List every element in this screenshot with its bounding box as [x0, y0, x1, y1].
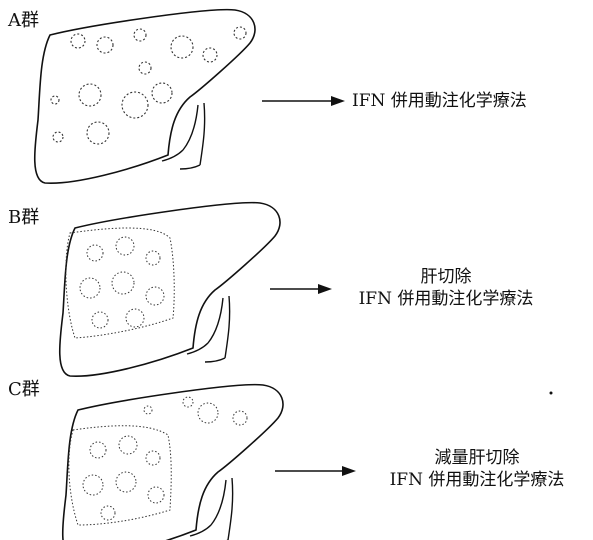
- lesion: [134, 29, 146, 41]
- liver-c: [63, 385, 283, 540]
- lesion: [71, 34, 85, 48]
- treatment-line: 肝切除: [346, 266, 546, 288]
- lesion: [171, 36, 193, 58]
- lesion: [79, 84, 101, 106]
- lesion: [203, 48, 217, 62]
- lesion: [51, 96, 59, 104]
- lesion: [234, 27, 246, 39]
- treatment-line: IFN 併用動注化学療法: [346, 288, 546, 310]
- treatment-line: 減量肝切除: [367, 447, 587, 469]
- liver-b: [60, 203, 280, 377]
- lesion: [87, 122, 109, 144]
- stray-dot: [550, 392, 553, 395]
- lesion: [139, 62, 151, 74]
- group-a-label: A群: [8, 11, 39, 31]
- lesion: [152, 83, 172, 103]
- lesion: [122, 92, 148, 118]
- group-b-treatment: 肝切除 IFN 併用動注化学療法: [346, 266, 546, 310]
- resection-region: [66, 228, 174, 338]
- group-c-label: C群: [8, 380, 40, 400]
- treatment-line: IFN 併用動注化学療法: [367, 469, 587, 491]
- group-b-label: B群: [8, 208, 39, 228]
- lesion: [97, 37, 113, 53]
- group-a-treatment: IFN 併用動注化学療法: [352, 90, 527, 112]
- lesion: [53, 132, 63, 142]
- liver-a: [35, 10, 255, 184]
- group-c-treatment: 減量肝切除 IFN 併用動注化学療法: [367, 447, 587, 491]
- treatment-line: IFN 併用動注化学療法: [352, 90, 527, 112]
